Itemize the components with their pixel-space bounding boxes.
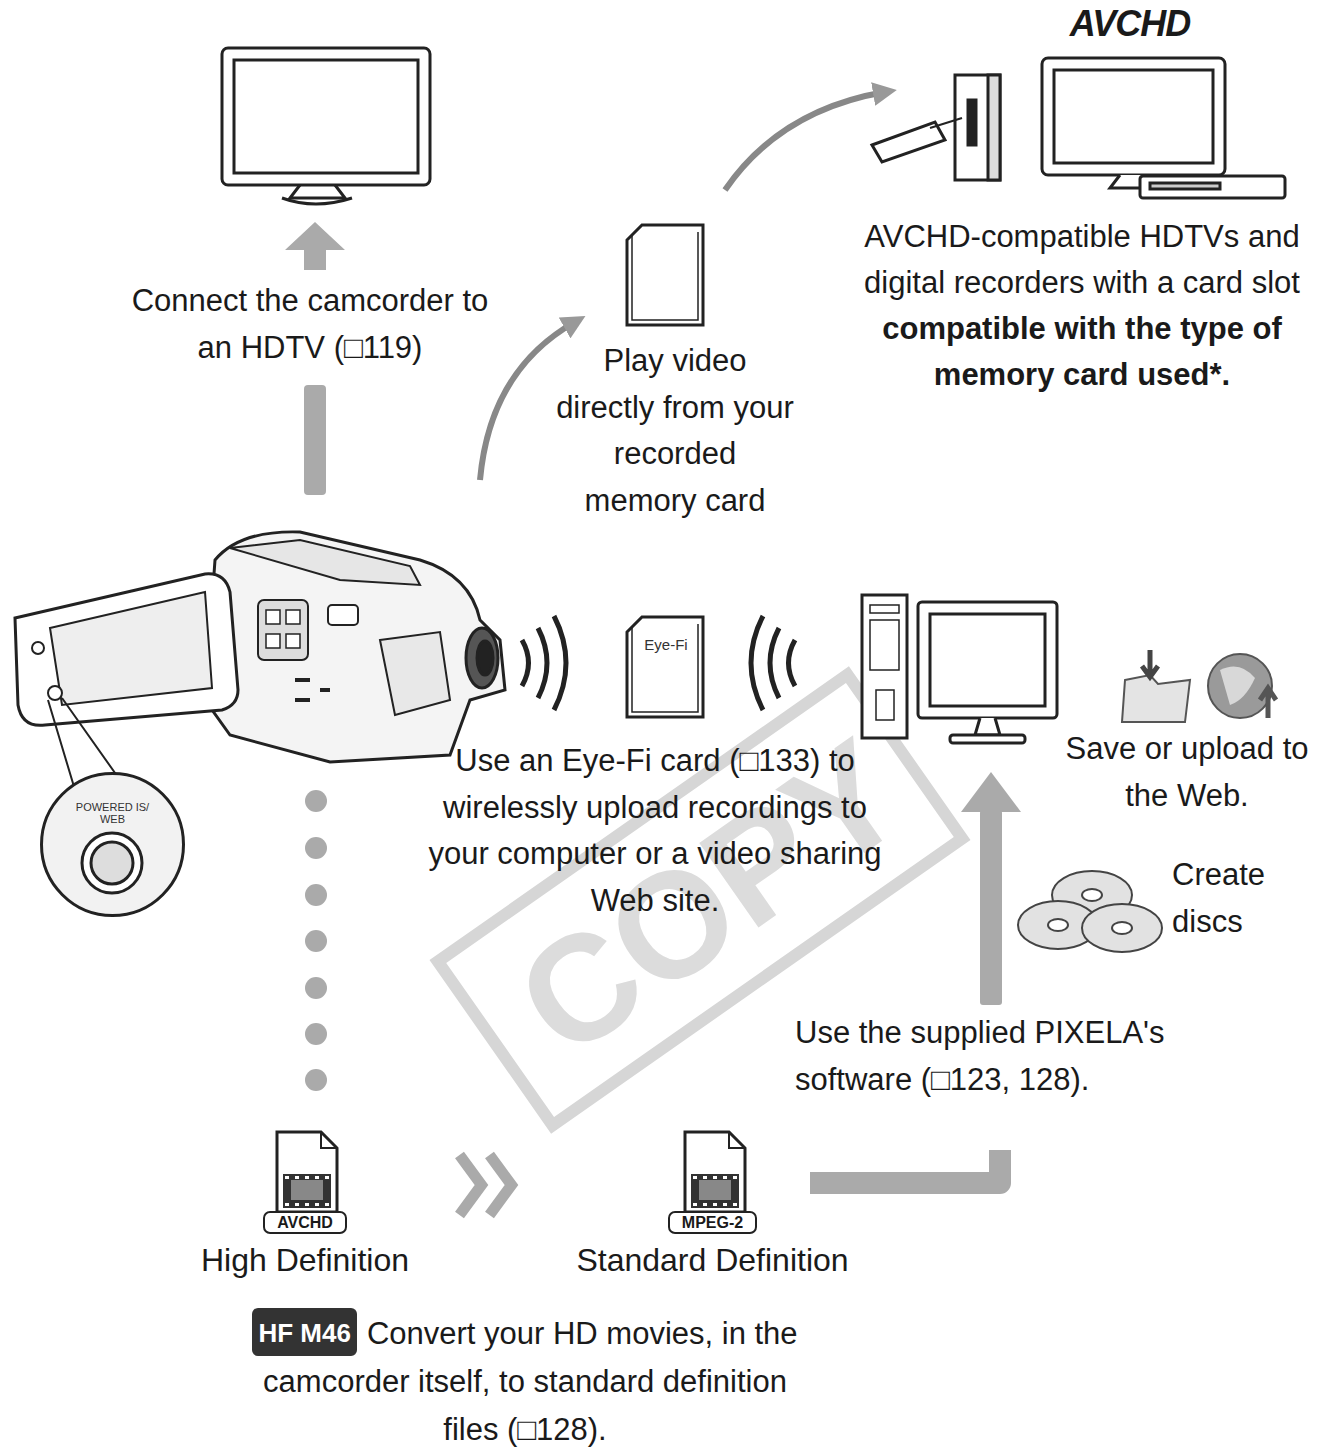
format-name: High Definition	[190, 1240, 420, 1282]
avchd-tv	[1042, 58, 1285, 198]
sd-card	[627, 225, 703, 325]
double-chevron	[460, 1155, 512, 1215]
film-hole	[733, 1203, 737, 1206]
film-hole	[703, 1203, 707, 1206]
file-fold	[729, 1132, 745, 1148]
film-hole	[713, 1203, 717, 1206]
film-frame	[691, 1174, 739, 1208]
format-name: Standard Definition	[565, 1240, 860, 1282]
film-hole	[315, 1203, 319, 1206]
file-icon	[673, 1130, 753, 1214]
computer	[862, 595, 1057, 743]
film-hole	[693, 1203, 697, 1206]
file-icon	[265, 1130, 345, 1214]
caption-text: Use the supplied PIXELA's software (□123…	[795, 1010, 1195, 1103]
caption-column: AVCHD-compatible HDTVs and digital recor…	[846, 214, 1318, 399]
badge-text: HF M46	[258, 1318, 350, 1348]
film-hole	[315, 1176, 319, 1179]
chevron-stroke	[490, 1155, 512, 1215]
film-hole	[295, 1203, 299, 1206]
callout-circle: POWERED IS/ WEB	[40, 772, 185, 917]
logo-text: AVCHD	[1050, 2, 1210, 45]
button-symbol	[43, 775, 182, 914]
film-hole	[295, 1176, 299, 1179]
film-hole	[693, 1176, 697, 1179]
button-label: POWERED IS/ WEB	[68, 801, 158, 825]
hdtv	[222, 48, 430, 204]
model-badge: HF M46	[252, 1308, 356, 1356]
chevron-stroke	[460, 1155, 482, 1215]
film-hole	[305, 1203, 309, 1206]
card-text: Eye-Fi	[640, 636, 692, 654]
film-hole	[703, 1176, 707, 1179]
film-hole	[325, 1203, 329, 1206]
file-node: MPEG-2Standard Definition	[565, 1130, 860, 1282]
file-node: AVCHD High Definition	[190, 1130, 420, 1282]
caption-text: Connect the camcorder to an HDTV (□119)	[120, 278, 500, 371]
film-hole	[305, 1176, 309, 1179]
dotted-line	[305, 790, 327, 1091]
film-hole	[723, 1176, 727, 1179]
film-hole	[733, 1176, 737, 1179]
caption-text: Create discs	[1172, 852, 1302, 945]
button-face	[91, 842, 133, 884]
film-picture	[699, 1180, 731, 1200]
curved-arrow	[725, 92, 885, 190]
button-ring	[82, 833, 142, 893]
caption-text: Save or upload to the Web.	[1055, 726, 1319, 819]
emphasis-text: compatible with the type of memory card …	[846, 306, 1318, 399]
format-tag: MPEG-2	[668, 1211, 757, 1234]
caption-text: AVCHD-compatible HDTVs and digital recor…	[846, 214, 1318, 306]
film-picture	[291, 1180, 323, 1200]
file-fold	[321, 1132, 337, 1148]
film-hole	[713, 1176, 717, 1179]
film-hole	[285, 1176, 289, 1179]
discs	[1018, 871, 1162, 952]
save-upload-icons	[1122, 650, 1276, 722]
film-hole	[325, 1176, 329, 1179]
recorder	[872, 75, 1000, 180]
file-outline	[277, 1132, 337, 1212]
film-hole	[723, 1203, 727, 1206]
caption-text: Play video directly from your recorded m…	[555, 338, 795, 524]
film-frame	[283, 1174, 331, 1208]
film-hole	[285, 1203, 289, 1206]
eye-fi-card	[627, 617, 703, 717]
file-outline	[685, 1132, 745, 1212]
format-tag: AVCHD	[263, 1211, 347, 1234]
caption-text: Use an Eye-Fi card (□133) to wirelessly …	[425, 738, 885, 924]
camcorder	[15, 532, 505, 762]
convert-note: HF M46Convert your HD movies, in the cam…	[245, 1308, 805, 1454]
